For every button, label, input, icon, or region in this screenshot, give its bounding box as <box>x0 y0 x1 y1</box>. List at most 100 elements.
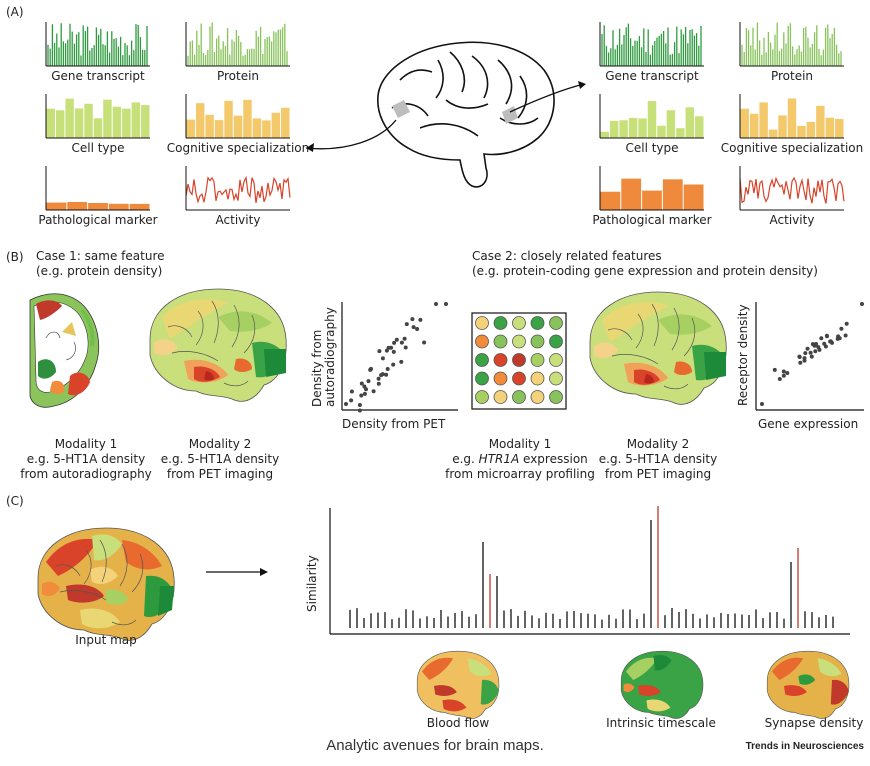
pet-brain-map-1 <box>149 288 287 402</box>
matrix-dot <box>493 353 508 367</box>
scatter2-point <box>797 354 802 359</box>
feature-label-celltype: Cell type <box>71 141 124 155</box>
feature-label-protein: Protein <box>771 69 813 83</box>
scatter2-points <box>760 302 864 406</box>
scatter2-point <box>844 321 849 326</box>
scatter2-point <box>822 341 827 346</box>
scatter1-point <box>434 302 438 306</box>
scatter2-point <box>825 334 829 339</box>
feature-chart-gene: Gene transcript <box>599 22 704 83</box>
scatter2-point <box>819 336 824 341</box>
input-brain-map <box>37 527 175 641</box>
modality3-source: from microarray profiling <box>445 467 595 481</box>
case2-title: Case 2: closely related features <box>472 249 662 263</box>
scatter1-point <box>422 340 427 345</box>
scatter1-point <box>357 408 362 413</box>
feature-label-gene: Gene transcript <box>51 69 145 83</box>
case1-subtitle: (e.g. protein density) <box>36 264 162 278</box>
scatter1-point <box>403 345 408 350</box>
matrix-dot <box>493 334 508 349</box>
scatter2-point <box>843 333 848 338</box>
modality4-desc: e.g. 5-HT1A density <box>599 452 717 466</box>
panel-label-c: (C) <box>6 494 24 508</box>
scatter1-point <box>344 402 348 406</box>
matrix-dot <box>493 371 508 386</box>
scatter1-point <box>357 403 362 407</box>
target-label-blood-flow: Blood flow <box>427 716 490 730</box>
scatter1-point <box>391 349 396 354</box>
scatter1-point <box>359 393 364 398</box>
feature-label-activity: Activity <box>770 213 815 227</box>
similarity-bars <box>349 506 834 628</box>
modality3-title: Modality 1 <box>489 437 552 451</box>
panel-label-b: (B) <box>6 250 24 264</box>
scatter1-point <box>379 373 384 378</box>
matrix-dot <box>549 390 563 404</box>
scatter1-point <box>392 340 397 345</box>
feature-chart-activity: Activity <box>185 166 291 227</box>
scatter1-point <box>384 372 389 377</box>
feature-label-protein: Protein <box>217 69 259 83</box>
scatter1-point <box>376 381 381 386</box>
matrix-dot <box>530 371 545 386</box>
scatter1-point <box>359 381 364 386</box>
scatter1-point <box>410 317 415 322</box>
scatter2-point <box>772 367 777 372</box>
feature-chart-celltype: Cell type <box>45 94 150 155</box>
input-map-label: Input map <box>75 633 137 647</box>
scatter1-point <box>402 336 407 341</box>
scatter2-point <box>803 351 808 356</box>
scatter2-point <box>839 326 844 331</box>
feature-label-activity: Activity <box>216 213 261 227</box>
scatter1-point <box>371 389 376 394</box>
scatter1-point <box>376 376 381 381</box>
input-arrowhead <box>260 568 268 576</box>
scatter1-ylabel-line2: autoradiography <box>323 307 337 407</box>
modality2-source: from PET imaging <box>167 467 273 481</box>
scatter2-point <box>781 369 786 374</box>
scatter2-point <box>809 354 814 359</box>
matrix-dot <box>530 334 545 349</box>
modality2-desc: e.g. 5-HT1A density <box>161 452 279 466</box>
scatter2-point <box>798 360 803 365</box>
matrix-dot <box>549 316 563 330</box>
arrowhead-left <box>306 143 314 152</box>
case1-title: Case 1: same feature <box>36 249 165 263</box>
matrix-dot <box>549 334 563 349</box>
scatter1-point <box>362 391 367 396</box>
matrix-dot <box>549 353 563 367</box>
scatter2-point <box>837 336 842 341</box>
scatter1-point <box>380 356 385 361</box>
panel-label-a: (A) <box>6 5 24 19</box>
scatter1-point <box>418 317 423 322</box>
feature-label-cognitive: Cognitive specialization <box>167 141 309 155</box>
scatter1-point <box>366 379 371 384</box>
scatter1-point <box>377 349 382 354</box>
scatter2-point <box>802 356 807 361</box>
scatter-plot-gene-vs-receptor: Gene expression Receptor density <box>736 302 864 431</box>
scatter1-point <box>399 359 404 364</box>
matrix-dot <box>512 334 526 349</box>
modality1-desc: e.g. 5-HT1A density <box>27 452 145 466</box>
matrix-dot <box>512 353 526 367</box>
feature-label-pathological: Pathological marker <box>592 213 711 227</box>
scatter1-point <box>415 327 420 331</box>
scatter2-point <box>813 349 818 354</box>
scatter2-point <box>860 302 864 306</box>
matrix-dot <box>493 316 508 330</box>
arrow-to-left-features <box>305 119 397 150</box>
target-label-intrinsic-timescale: Intrinsic timescale <box>606 716 716 730</box>
modality1-source: from autoradiography <box>20 467 152 481</box>
target-brain-synapse-density <box>766 650 850 719</box>
scatter1-point <box>364 387 368 392</box>
feature-chart-pathological: Pathological marker <box>38 166 158 227</box>
scatter1-point <box>369 366 373 371</box>
matrix-dot <box>530 353 545 367</box>
feature-chart-celltype: Cell type <box>599 94 704 155</box>
target-label-synapse-density: Synapse density <box>765 716 864 730</box>
matrix-dot <box>512 316 526 330</box>
target-brain-intrinsic-timescale <box>620 650 704 719</box>
feature-label-cognitive: Cognitive specialization <box>721 141 863 155</box>
